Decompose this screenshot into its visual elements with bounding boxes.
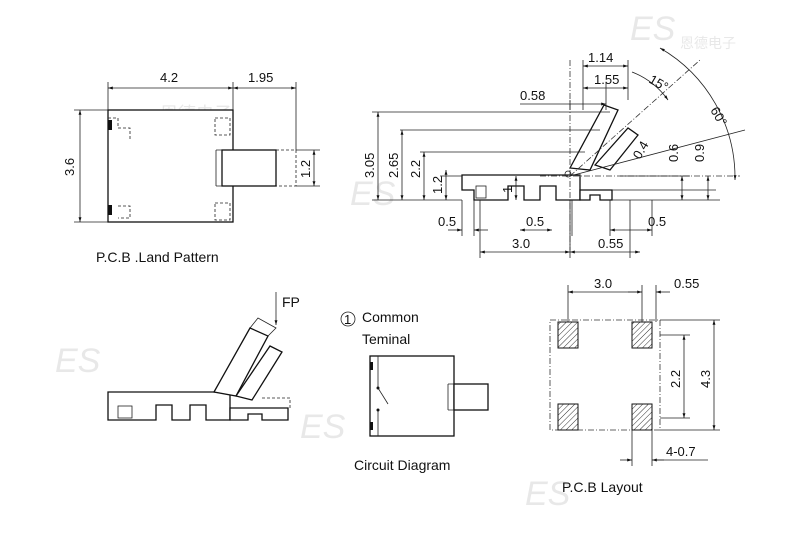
pcb-dim-0-55-label: 0.55	[674, 276, 699, 291]
pcb-layout-caption: P.C.B Layout	[562, 479, 643, 495]
common-terminal-line1: Common	[362, 309, 419, 325]
pad-bottom-left	[557, 403, 579, 431]
circuit-switch-body	[369, 355, 455, 437]
switch-base	[461, 174, 581, 201]
pcb-dim-3-0-label: 3.0	[594, 276, 612, 291]
dim-0-5-c-label: 0.5	[648, 214, 666, 229]
dim-2-65-label: 2.65	[386, 153, 401, 178]
fp-view: FP	[107, 292, 300, 421]
land-pattern-caption: P.C.B .Land Pattern	[96, 249, 219, 265]
pcb-dim-pad-label: 4-0.7	[666, 444, 696, 459]
watermark-logo: ES	[55, 342, 101, 380]
dim-overhang-label: 1.95	[248, 70, 273, 85]
fp-label: FP	[282, 294, 300, 310]
side-view: 60° 15° 1.14 1.55 0.58 3.05 2.65 2.2 1.2…	[362, 47, 746, 258]
watermark-logo: ES	[630, 10, 676, 48]
pad-top-left	[557, 321, 579, 349]
pcb-layout-view: 3.0 0.55 2.2 4.3 4-0.7 P.C.B Layout	[549, 276, 720, 495]
pad-top-right	[631, 321, 653, 349]
dim-0-5-b-label: 0.5	[526, 214, 544, 229]
pad-bottom-right	[631, 403, 653, 431]
dim-1-label: 1	[500, 186, 515, 193]
dim-0-55-label: 0.55	[598, 236, 623, 251]
dim-0-58-label: 0.58	[520, 88, 545, 103]
dim-2-2-label: 2.2	[408, 160, 423, 178]
dim-1-14-label: 1.14	[588, 50, 613, 65]
watermark-logo: ES	[350, 175, 396, 213]
pcb-dim-2-2-label: 2.2	[668, 370, 683, 388]
dim-3-05-label: 3.05	[362, 153, 377, 178]
pcb-dim-4-3-label: 4.3	[698, 370, 713, 388]
dim-1-55-label: 1.55	[594, 72, 619, 87]
dim-0-6-label: 0.6	[666, 144, 681, 162]
watermark: ES 恩德电子 恩德电子 ES ES ES ES	[55, 10, 736, 513]
land-pattern-view: 4.2 1.95 3.6 1.2 P.C.B .Land Pattern	[62, 70, 320, 265]
watermark-cjk: 恩德电子	[680, 35, 736, 51]
lever-arm	[568, 104, 619, 171]
angle-60-label: 60°	[707, 104, 730, 129]
dim-1-2-label: 1.2	[430, 176, 445, 194]
circuit-actuator	[453, 383, 489, 411]
terminal-marker-number: 1	[344, 312, 351, 327]
dim-3-0-label: 3.0	[512, 236, 530, 251]
terminal-marker-circle	[340, 311, 356, 327]
circuit-diagram-view: 1 Common Teminal Circuit Diagram	[340, 309, 489, 473]
dim-width-label: 4.2	[160, 70, 178, 85]
dim-actuator-label: 1.2	[298, 160, 313, 178]
dim-0-5-a-label: 0.5	[438, 214, 456, 229]
watermark-logo: ES	[300, 408, 346, 446]
dim-height-label: 3.6	[62, 158, 77, 176]
dim-0-9-label: 0.9	[692, 144, 707, 162]
common-terminal-line2: Teminal	[362, 331, 410, 347]
switch-body-outline	[107, 109, 234, 223]
circuit-diagram-caption: Circuit Diagram	[354, 457, 450, 473]
actuator-outline	[221, 149, 277, 187]
angle-15-label: 15°	[647, 72, 672, 95]
watermark-logo: ES	[525, 475, 571, 513]
